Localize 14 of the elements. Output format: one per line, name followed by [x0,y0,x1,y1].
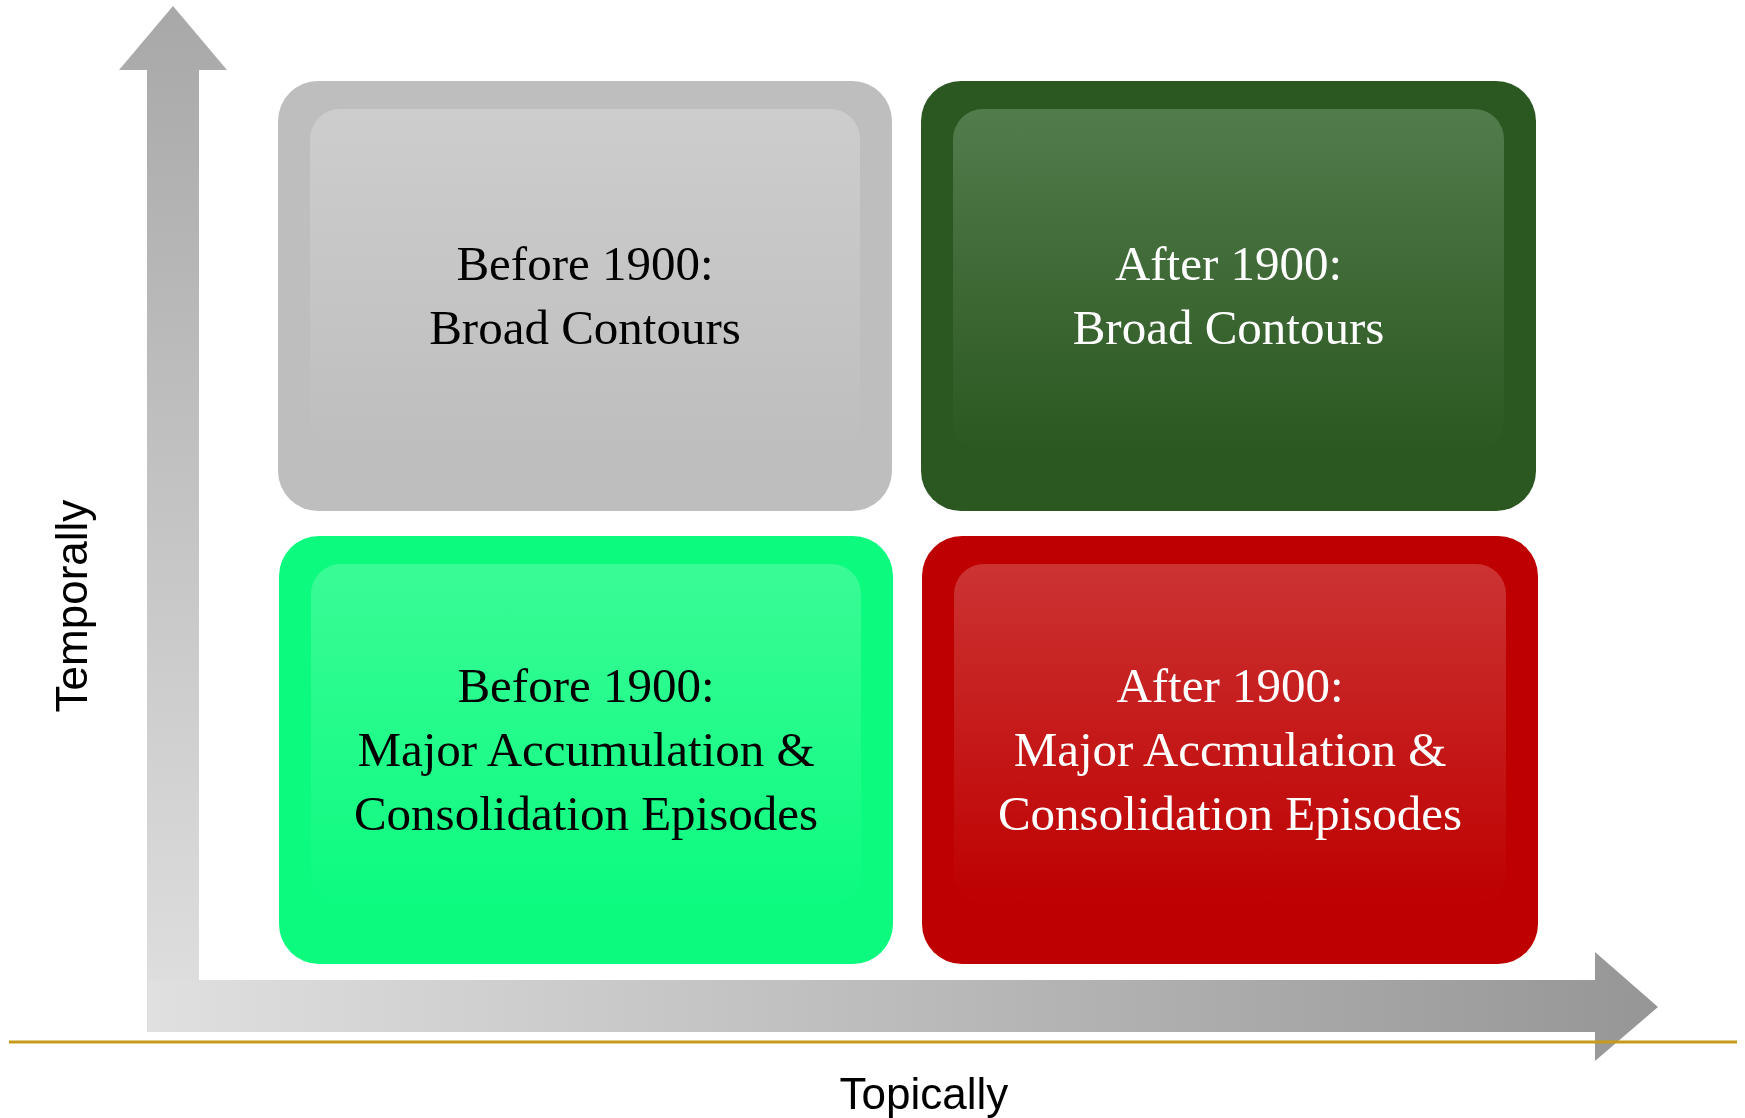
axis-label: Temporally [46,499,97,713]
quadrant-heading: Before 1900: [457,657,715,715]
quadrant-box [279,536,893,964]
quadrant-box [278,81,892,511]
quadrant-box [921,81,1536,511]
axis-label: Topically [839,1069,1009,1118]
quadrant-text: Broad Contours [429,299,741,357]
quadrant-heading: After 1900: [1114,235,1343,293]
quadrant-text: Broad Contours [1072,299,1385,357]
quadrant-text: Major Accmulation & Consolidation Episodes [996,721,1464,843]
quadrant-text: Major Accumulation & Consolidation Episodes [352,721,820,843]
quadrant-box [922,536,1538,964]
quadrant-heading: Before 1900: [456,235,714,293]
quadrant-heading: After 1900: [1116,657,1344,715]
